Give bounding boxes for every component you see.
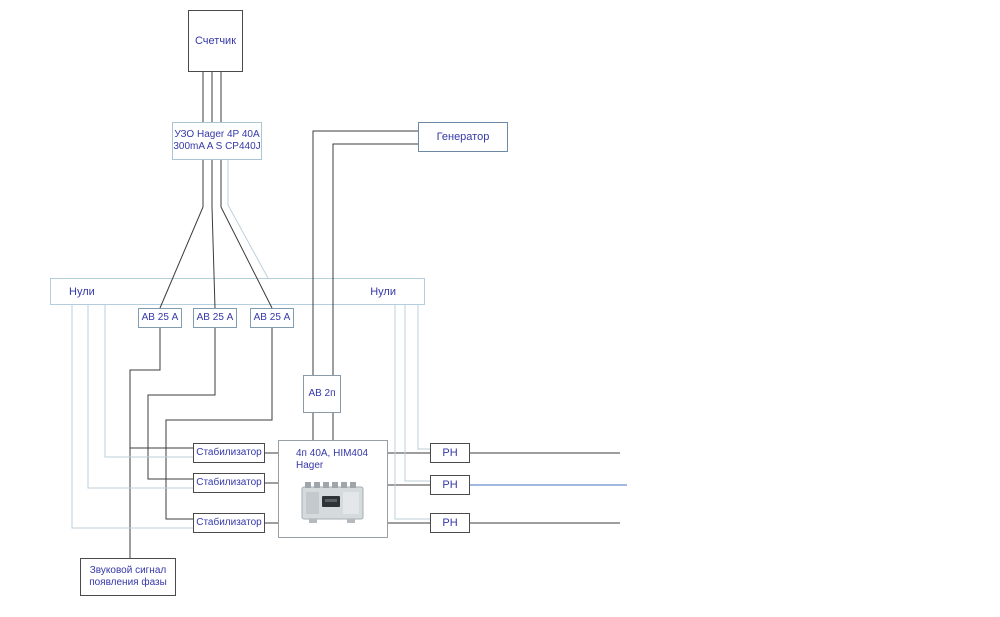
generator-breaker-box: АВ 2п [303, 375, 341, 413]
sound-signal-box: Звуковой сигнал появления фазы [80, 558, 176, 596]
voltage-relay-3-label: РН [442, 517, 458, 529]
stabilizer-1-label: Стабилизатор [196, 447, 262, 458]
breaker-1-label: АВ 25 А [141, 312, 179, 323]
generator-breaker-label: АВ 2п [308, 388, 336, 399]
voltage-relay-2-label: РН [442, 479, 458, 491]
sound-signal-line1: Звуковой сигнал [89, 565, 167, 576]
relay-output-wires [470, 452, 627, 524]
stabilizer-3-label: Стабилизатор [196, 517, 262, 528]
breaker-3-label: АВ 25 А [253, 312, 291, 323]
rcd-label-line2: 300mA A S CP440J [173, 141, 261, 152]
neutral-bus-label-right: Нули [370, 286, 396, 298]
wire-segment [312, 130, 418, 375]
wire-segment [332, 143, 418, 375]
wire-segment [394, 305, 430, 520]
generator-box: Генератор [418, 122, 508, 152]
wire-segment [129, 328, 161, 558]
stabilizer-2-label: Стабилизатор [196, 477, 262, 488]
changeover-label-line1: 4п 40A, HIM404 [296, 448, 369, 459]
sound-signal-line2: появления фазы [89, 577, 167, 588]
rcd-box: УЗО Hager 4P 40A 300mA A S CP440J [172, 122, 262, 160]
changeover-label-line2: Hager [296, 460, 324, 471]
wire-segment [404, 305, 430, 482]
meter-label: Счетчик [194, 35, 237, 47]
breaker-1-box: АВ 25 А [138, 308, 182, 328]
neutral-bus-label-left: Нули [69, 286, 95, 298]
changeover-switch-photo [301, 479, 365, 525]
generator-label: Генератор [436, 131, 490, 143]
breaker-2-box: АВ 25 А [193, 308, 237, 328]
stabilizer-3-box: Стабилизатор [193, 513, 265, 533]
stabilizer-1-box: Стабилизатор [193, 443, 265, 463]
breaker-2-label: АВ 25 А [196, 312, 234, 323]
voltage-relay-1-box: РН [430, 443, 470, 463]
wire-segment [227, 204, 269, 279]
changeover-switch-box: 4п 40A, HIM404 Hager [278, 440, 388, 538]
voltage-relay-3-box: РН [430, 513, 470, 533]
wire-segment [71, 305, 193, 529]
voltage-relay-2-box: РН [430, 475, 470, 495]
breaker-3-box: АВ 25 А [250, 308, 294, 328]
wire-segment [87, 305, 193, 489]
meter-box: Счетчик [188, 10, 243, 72]
rcd-label-line1: УЗО Hager 4P 40A [174, 129, 260, 140]
neutral-bus: Нули Нули [50, 278, 425, 305]
wire-segment [417, 305, 430, 450]
voltage-relay-1-label: РН [442, 447, 458, 459]
stabilizer-2-box: Стабилизатор [193, 473, 265, 493]
